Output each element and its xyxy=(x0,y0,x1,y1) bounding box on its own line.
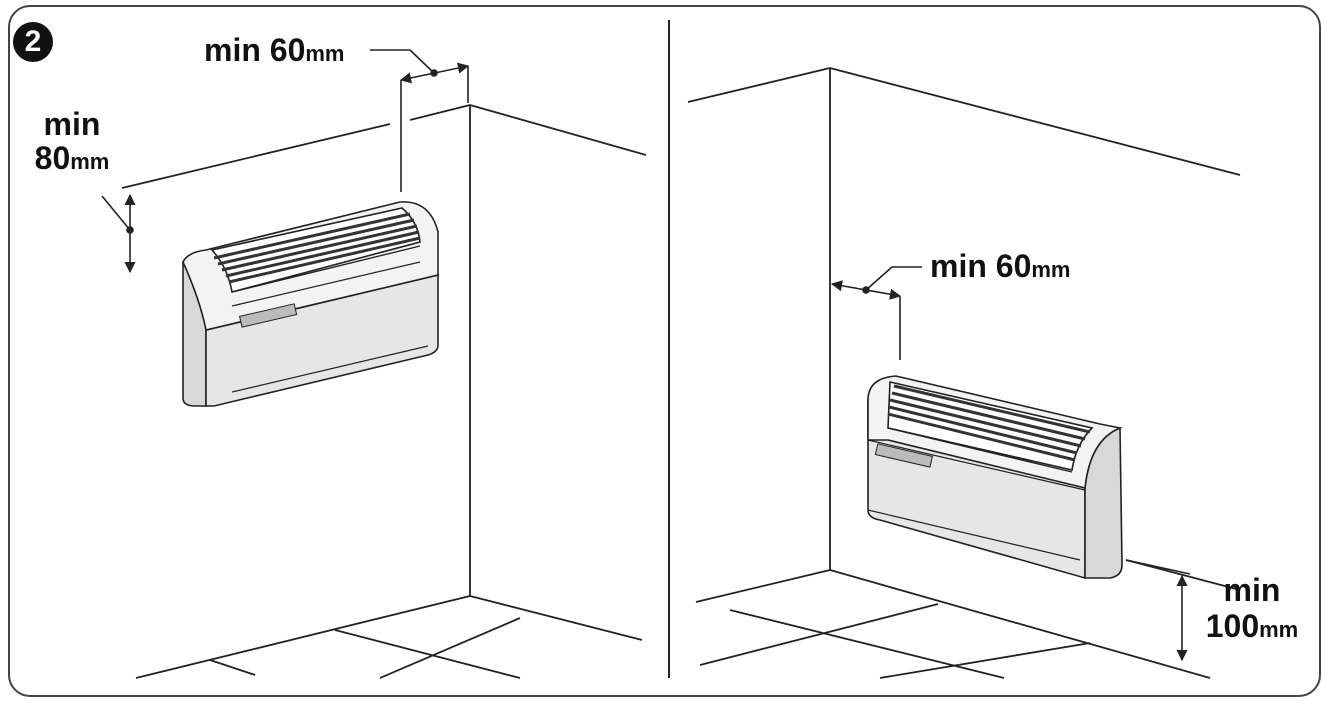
right-floor-clearance-label: min 100mm xyxy=(1192,574,1312,642)
right-side-dimension xyxy=(830,266,922,360)
figure-frame xyxy=(8,5,1321,697)
step-badge: 2 xyxy=(13,22,53,62)
right-side-clearance-value: min 60 xyxy=(930,248,1032,284)
left-top-dimension xyxy=(101,193,136,274)
left-top-clearance-line1: min xyxy=(43,106,101,142)
left-side-dimension xyxy=(370,49,470,192)
left-side-clearance-unit: mm xyxy=(305,41,345,66)
right-floor-dimension xyxy=(1125,559,1191,662)
left-top-clearance-unit: mm xyxy=(70,149,110,174)
right-floor-clearance-value: 100 xyxy=(1205,608,1260,644)
left-side-clearance-label: min 60mm xyxy=(204,34,345,66)
left-top-clearance-value: 80 xyxy=(34,140,71,176)
left-room xyxy=(121,104,647,679)
right-side-clearance-label: min 60mm xyxy=(930,250,1071,282)
right-floor-clearance-line1: min xyxy=(1223,572,1281,608)
right-side-clearance-unit: mm xyxy=(1031,257,1071,282)
left-top-clearance-label: min 80mm xyxy=(22,108,122,174)
right-wall-unit xyxy=(867,375,1123,580)
left-side-clearance-value: min 60 xyxy=(204,32,306,68)
left-wall-unit xyxy=(182,201,439,407)
right-floor-clearance-unit: mm xyxy=(1259,617,1299,642)
right-room xyxy=(687,67,1241,679)
